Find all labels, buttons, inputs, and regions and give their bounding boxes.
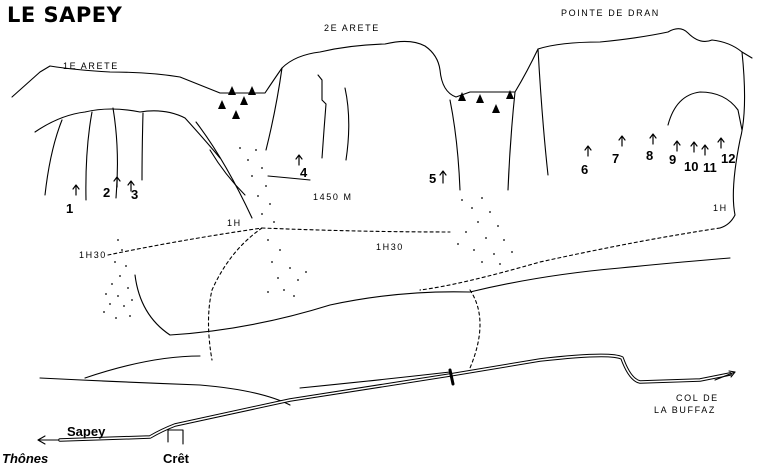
slope-line-2 bbox=[39, 377, 291, 406]
route-number-1: 1 bbox=[66, 201, 74, 216]
face-arete-2-base bbox=[267, 175, 311, 181]
route-number-8: 8 bbox=[646, 148, 654, 163]
face-arete-1-buttress-c bbox=[112, 107, 118, 199]
face-arete-2-left bbox=[265, 67, 283, 151]
route-number-5: 5 bbox=[429, 171, 437, 186]
slope-line-5 bbox=[84, 355, 201, 379]
route-arrows bbox=[72, 133, 725, 196]
tree-cluster-right bbox=[458, 90, 514, 113]
label-first-arete: 1E ARETE bbox=[63, 61, 119, 71]
path-mid bbox=[207, 227, 263, 361]
path-right-approach bbox=[419, 227, 721, 291]
slope-line-1 bbox=[134, 274, 471, 336]
face-dran-cave bbox=[667, 91, 743, 131]
place-col-line2: LA BUFFAZ bbox=[654, 405, 716, 415]
time-1h30-mid: 1H30 bbox=[376, 242, 404, 252]
route-number-12: 12 bbox=[721, 151, 736, 166]
route-number-3: 3 bbox=[131, 187, 139, 202]
scree-fan-right bbox=[457, 197, 513, 265]
face-arete-1-couloir bbox=[209, 149, 246, 196]
tree-cluster-left bbox=[218, 86, 256, 119]
face-dran-right bbox=[719, 51, 746, 229]
route-number-6: 6 bbox=[581, 162, 589, 177]
place-thones: Thônes bbox=[2, 451, 49, 466]
face-arete-1-gully bbox=[195, 121, 253, 219]
face-arete-1-buttress-a bbox=[44, 119, 63, 196]
route-number-4: 4 bbox=[300, 165, 308, 180]
path-left-approach bbox=[107, 227, 263, 256]
label-second-arete: 2E ARETE bbox=[324, 23, 380, 33]
face-central-left bbox=[449, 99, 461, 191]
face-arete-2-crack bbox=[317, 74, 327, 159]
label-pointe-de-dran: POINTE DE DRAN bbox=[561, 8, 660, 18]
face-arete-1-buttress-b bbox=[85, 111, 93, 201]
slope-line-4 bbox=[469, 257, 731, 293]
face-arete-1-buttress-d bbox=[141, 112, 144, 181]
cret-hamlet bbox=[167, 429, 184, 445]
place-sapey: Sapey bbox=[67, 424, 106, 439]
road bbox=[58, 353, 732, 442]
route-number-7: 7 bbox=[612, 151, 620, 166]
route-number-2: 2 bbox=[103, 185, 111, 200]
arrow-col-head bbox=[728, 370, 736, 378]
place-cret: Crêt bbox=[163, 451, 190, 466]
face-arete-1-ridge bbox=[34, 108, 221, 159]
route-number-11: 11 bbox=[703, 160, 717, 175]
scree-fan-centre bbox=[239, 147, 307, 297]
route-number-9: 9 bbox=[669, 152, 677, 167]
path-traverse bbox=[261, 227, 451, 233]
road-inner bbox=[59, 354, 731, 441]
face-dran-left bbox=[537, 48, 549, 176]
place-col-line1: COL DE bbox=[676, 393, 719, 403]
arrow-col-line bbox=[714, 371, 736, 381]
road-bar bbox=[448, 368, 455, 386]
skyline-ridge bbox=[11, 28, 753, 98]
scree-fan-left bbox=[103, 239, 133, 319]
route-number-10: 10 bbox=[684, 159, 699, 174]
time-1h: 1H bbox=[227, 218, 242, 228]
topo-title: LE SAPEY bbox=[7, 3, 123, 27]
time-1h30-left: 1H30 bbox=[79, 250, 107, 260]
face-arete-2-pillar bbox=[344, 87, 350, 161]
label-altitude: 1450 M bbox=[313, 192, 353, 202]
time-1h-right: 1H bbox=[713, 203, 728, 213]
path-lower bbox=[469, 289, 481, 369]
face-central-right bbox=[507, 91, 516, 191]
slope-line-3 bbox=[299, 371, 451, 389]
arrow-thones-head bbox=[37, 435, 46, 445]
